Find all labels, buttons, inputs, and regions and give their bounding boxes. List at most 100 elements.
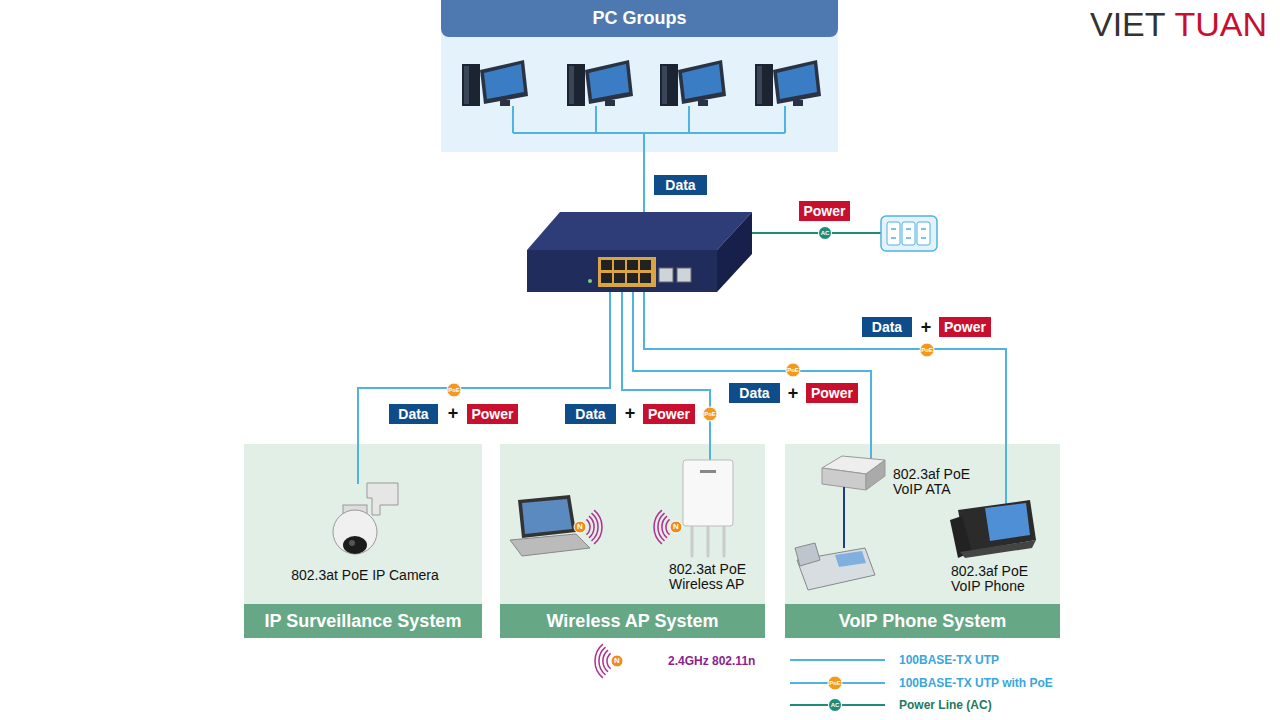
wifi-marker bbox=[611, 655, 623, 667]
poe-switch bbox=[598, 257, 656, 287]
poe-marker bbox=[828, 676, 842, 690]
poe-mark: PoE bbox=[829, 680, 841, 686]
poe-switch bbox=[527, 212, 752, 292]
plus-sign: + bbox=[448, 404, 459, 422]
power-outlet bbox=[887, 222, 900, 245]
system-band: Wireless AP System802.3at PoE Wireless A… bbox=[500, 444, 765, 638]
ac-marker bbox=[819, 227, 832, 240]
wifi-signal bbox=[654, 510, 670, 544]
wifi-marker bbox=[574, 521, 682, 667]
poe-wire bbox=[622, 292, 710, 460]
tag-text: Power bbox=[939, 317, 991, 337]
poe-switch bbox=[527, 212, 752, 250]
wifi-signal bbox=[586, 510, 669, 678]
desk-phone bbox=[795, 543, 820, 566]
ip-camera bbox=[333, 483, 398, 554]
laptop bbox=[510, 495, 590, 556]
device-caption: 802.3at PoE Wireless AP bbox=[669, 562, 764, 592]
poe-marker bbox=[447, 343, 934, 690]
ip-camera bbox=[333, 510, 377, 554]
system-band: IP Surveillance System802.3at PoE IP Cam… bbox=[244, 444, 482, 638]
tag-text: Data bbox=[389, 404, 438, 424]
tag-text: Power bbox=[799, 201, 850, 221]
voip-ata bbox=[843, 487, 845, 548]
poe-marker bbox=[447, 383, 461, 397]
voip-ata bbox=[866, 460, 885, 490]
signal-tag: Data bbox=[729, 383, 780, 403]
power-line bbox=[745, 233, 881, 234]
signal-tag: Power bbox=[643, 404, 695, 424]
ip-camera bbox=[367, 483, 398, 515]
voip-ata bbox=[822, 468, 866, 490]
signal-tag: Data bbox=[654, 175, 707, 195]
legend-text: 2.4GHz 802.11n bbox=[668, 654, 755, 668]
legend-text: 100BASE-TX UTP with PoE bbox=[899, 676, 1053, 690]
signal-tag: Power bbox=[799, 201, 850, 221]
voip-phone bbox=[950, 500, 1036, 558]
device-node: 802.3at PoE IP Camera bbox=[275, 470, 455, 590]
legend-entry: 2.4GHz 802.11n bbox=[668, 654, 755, 668]
wireless-ap bbox=[683, 460, 733, 556]
laptop bbox=[522, 499, 572, 534]
wifi-marker bbox=[574, 521, 586, 533]
poe-switch bbox=[640, 273, 651, 283]
legend-sample bbox=[790, 682, 885, 684]
power-outlet bbox=[881, 216, 937, 251]
voip-phone bbox=[985, 503, 1030, 541]
poe-wire bbox=[358, 292, 1006, 505]
tag-text: Power bbox=[467, 404, 518, 424]
plus-sign: + bbox=[788, 384, 799, 402]
device-node: 802.3at PoE Wireless AP bbox=[662, 455, 767, 590]
wireless-ap bbox=[700, 470, 716, 473]
poe-mark: PoE bbox=[921, 347, 933, 353]
ac-marker bbox=[819, 227, 842, 712]
poe-switch bbox=[601, 260, 612, 270]
pc-icons bbox=[660, 60, 726, 106]
poe-mark: PoE bbox=[787, 367, 799, 373]
desk-phone bbox=[835, 551, 866, 567]
device-node: 802.3af PoE VoIP Phone bbox=[945, 495, 1045, 590]
watermark: TUAN bbox=[1174, 7, 1267, 41]
tag-text: Data bbox=[862, 317, 912, 337]
power-outlet bbox=[917, 222, 930, 245]
watermark: VIET bbox=[1090, 7, 1166, 41]
band-heading: PC Groups bbox=[441, 0, 838, 37]
poe-wire bbox=[633, 292, 871, 460]
poe-switch bbox=[614, 260, 625, 270]
device-caption: 802.3at PoE IP Camera bbox=[275, 568, 455, 583]
laptop bbox=[510, 534, 590, 556]
wifi-marker bbox=[670, 521, 682, 533]
legend-entry: 100BASE-TX UTP bbox=[899, 653, 999, 667]
ac-marker bbox=[829, 699, 842, 712]
device-caption: 802.3af PoE VoIP Phone bbox=[951, 564, 1043, 594]
band-heading: VoIP Phone System bbox=[785, 604, 1060, 638]
tag-text: Power bbox=[806, 383, 858, 403]
tag-text: Data bbox=[729, 383, 780, 403]
signal-tag: Data bbox=[862, 317, 912, 337]
tag-text: Power bbox=[643, 404, 695, 424]
poe-switch bbox=[614, 273, 625, 283]
ac-mark: AC bbox=[821, 230, 830, 236]
signal-tag: Data bbox=[565, 404, 616, 424]
poe-switch bbox=[627, 260, 638, 270]
poe-marker bbox=[703, 407, 717, 421]
legend-text: Power Line (AC) bbox=[899, 698, 992, 712]
pc-icons bbox=[755, 60, 821, 106]
wifi-signal bbox=[586, 510, 602, 544]
voip-phone bbox=[960, 540, 1036, 558]
ip-camera bbox=[349, 540, 355, 546]
wifi-signal bbox=[595, 644, 611, 678]
utp-wire bbox=[513, 106, 785, 215]
poe-mark: PoE bbox=[704, 411, 716, 417]
ac-mark: AC bbox=[831, 702, 840, 708]
power-line bbox=[745, 232, 881, 234]
device-node: 802.3af PoE VoIP ATA bbox=[818, 455, 993, 505]
voip-ata bbox=[822, 456, 885, 474]
voip-phone bbox=[958, 500, 1036, 552]
wireless-ap bbox=[691, 526, 694, 556]
poe-switch bbox=[627, 273, 638, 283]
pc-icons bbox=[567, 60, 633, 106]
power-outlet bbox=[891, 229, 926, 238]
